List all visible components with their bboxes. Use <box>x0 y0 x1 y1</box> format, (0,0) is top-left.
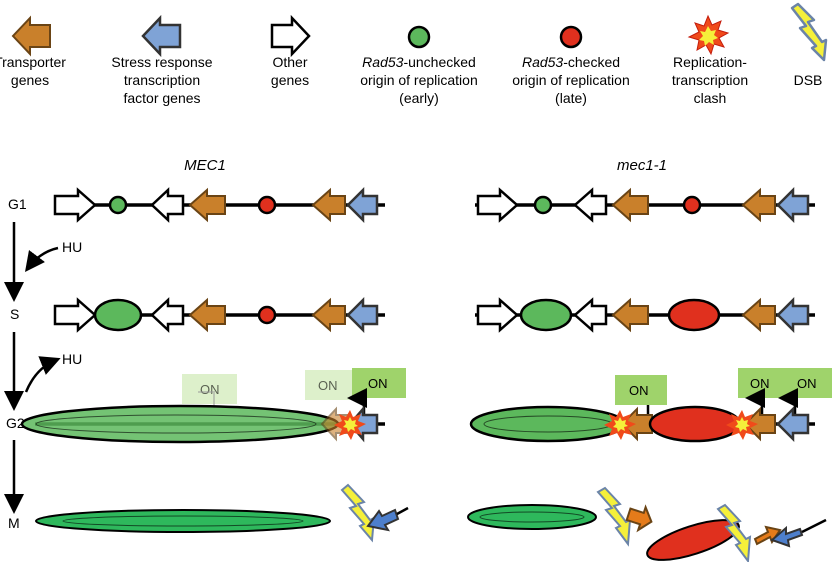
transporter-gene-arrow <box>611 297 649 333</box>
legend-other-line1: Other <box>272 54 307 70</box>
dsb-bolt <box>716 503 752 562</box>
other-gene-arrow <box>573 187 608 223</box>
other-gene-arrow <box>476 187 519 223</box>
faded-on-label: ON <box>200 382 220 397</box>
stress-gene-arrow <box>776 186 810 224</box>
early-origin-icon <box>407 25 431 49</box>
early-origin <box>108 195 128 215</box>
legend-early-line2: origin of replication <box>360 72 478 88</box>
legend-late-line3: (late) <box>555 90 587 106</box>
hu-removal-arrow <box>24 356 61 393</box>
on-label: ON <box>629 383 649 398</box>
legend-early-line3: (early) <box>399 90 439 106</box>
legend-other-line2: genes <box>271 72 309 88</box>
replicated-sister-chromatids <box>467 504 597 530</box>
stress-gene-arrow <box>776 405 810 443</box>
early-replication-bubble <box>519 298 573 332</box>
legend-clash-line2: transcription <box>672 72 748 88</box>
transcription-arrow <box>778 388 798 416</box>
faded-on-box <box>182 374 237 404</box>
clash-icon <box>687 14 730 56</box>
transporter-gene-arrow <box>625 504 653 533</box>
late-origin <box>682 195 702 215</box>
column-title-mec1: MEC1 <box>184 157 226 174</box>
legend-late-line1: Rad53-checked <box>522 54 620 70</box>
mec1-1-m-chromosome <box>467 486 827 562</box>
phase-label-m: M <box>8 515 20 531</box>
transporter-gene-arrow <box>188 187 226 223</box>
legend: Transporter genes Stress response transc… <box>0 2 828 106</box>
late-origin <box>257 305 277 325</box>
transporter-gene-arrow <box>743 406 776 442</box>
late-replication-bubble <box>648 405 742 443</box>
phase-label-s: S <box>10 306 19 322</box>
early-replication-bubble <box>93 298 143 332</box>
dsb-bolt <box>340 483 376 543</box>
late-replicated-chromatids <box>646 519 740 561</box>
mec1-m-chromosome <box>35 483 409 543</box>
clash-marker <box>334 410 366 440</box>
hu-label-remove: HU <box>62 351 82 367</box>
mec1-g2-chromosome: ON ON ON <box>20 368 406 444</box>
legend-late-line2: origin of replication <box>512 72 630 88</box>
other-gene-arrow <box>150 297 185 333</box>
replication-bubble <box>20 404 340 444</box>
transporter-gene-arrow <box>741 297 776 333</box>
mec1-g1-chromosome <box>53 186 385 224</box>
mec1-1-s-chromosome <box>475 296 815 334</box>
legend-transporter-line2: genes <box>11 72 49 88</box>
early-origin <box>533 195 553 215</box>
clash-marker <box>726 410 758 440</box>
early-replication-bubble <box>469 405 627 443</box>
other-arrow-icon <box>270 14 311 58</box>
transporter-gene-arrow <box>311 297 346 333</box>
transporter-arrow-icon <box>11 15 51 57</box>
phase-label-g2: G2 <box>6 415 25 431</box>
legend-clash-line3: clash <box>694 90 727 106</box>
other-gene-arrow <box>573 297 608 333</box>
late-origin <box>257 195 277 215</box>
hu-addition-arrow <box>24 246 59 272</box>
other-gene-arrow <box>476 297 519 333</box>
legend-clash-line1: Replication- <box>673 54 747 70</box>
on-box <box>615 375 667 405</box>
faded-on-label: ON <box>318 378 338 393</box>
other-gene-arrow <box>150 187 185 223</box>
stress-gene-arrow <box>776 296 810 334</box>
transporter-gene-arrow <box>311 187 346 223</box>
on-label: ON <box>368 376 388 391</box>
late-origin-icon <box>559 25 583 49</box>
other-gene-arrow <box>53 187 97 223</box>
stress-gene-arrow <box>770 525 804 548</box>
other-gene-arrow <box>53 297 97 333</box>
stress-gene-arrow <box>346 296 379 334</box>
mec1-s-chromosome <box>53 296 385 334</box>
late-replication-bubble <box>667 298 721 332</box>
stress-gene-arrow <box>346 186 379 224</box>
phase-label-g1: G1 <box>8 196 27 212</box>
transporter-gene-arrow <box>741 187 776 223</box>
dsb-bolt-icon <box>790 2 828 62</box>
transporter-gene-arrow <box>611 187 649 223</box>
on-label: ON <box>750 376 770 391</box>
stress-gene-arrow <box>366 508 400 532</box>
clash-marker <box>604 410 636 440</box>
legend-stress-line3: factor genes <box>123 90 200 106</box>
legend-early-line1: Rad53-unchecked <box>362 54 476 70</box>
column-title-mec1-1: mec1-1 <box>617 157 667 174</box>
legend-dsb-line1: DSB <box>794 72 823 88</box>
legend-stress-line2: transcription <box>124 72 200 88</box>
on-label: ON <box>797 376 817 391</box>
mec1-1-g1-chromosome <box>475 186 815 224</box>
hu-label-add: HU <box>62 239 82 255</box>
stress-arrow-icon <box>141 14 182 58</box>
transporter-gene-arrow <box>188 297 226 333</box>
mec1-1-g2-chromosome: ON ON ON <box>469 368 832 443</box>
legend-transporter-line1: Transporter <box>0 54 66 70</box>
transcription-arrow <box>745 388 765 416</box>
replicated-sister-chromatids <box>35 509 331 533</box>
legend-stress-line1: Stress response <box>111 54 212 70</box>
dsb-bolt <box>596 486 632 547</box>
